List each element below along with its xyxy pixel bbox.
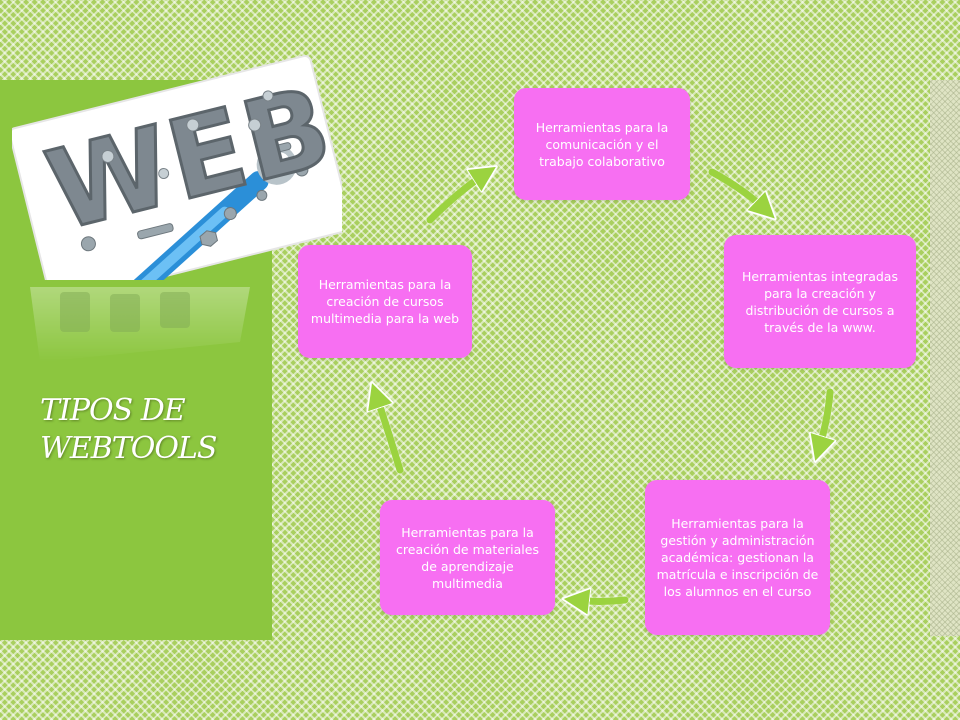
web-tools-logo: WEB: [12, 50, 342, 280]
arrow-n5-n1: [426, 172, 488, 224]
node-label: Herramientas integradas para la creación…: [742, 268, 898, 335]
node-comunicacion: Herramientas para la comunicación y el t…: [514, 88, 690, 200]
arrow-n2-n3: [818, 388, 830, 452]
node-label: Herramientas para la creación de materia…: [396, 524, 539, 591]
node-gestion-academica: Herramientas para la gestión y administr…: [645, 480, 830, 635]
node-cursos-www: Herramientas integradas para la creación…: [724, 235, 916, 368]
web-logo-graphic: WEB: [12, 55, 342, 280]
logo-reflection: [20, 282, 270, 372]
node-label: Herramientas para la comunicación y el t…: [535, 119, 669, 169]
arrow-n1-n2: [708, 168, 768, 212]
decorative-strip: [930, 80, 960, 636]
node-label: Herramientas para la gestión y administr…: [656, 516, 819, 599]
node-label: Herramientas para la creación de cursos …: [310, 277, 460, 326]
node-cursos-multimedia-web: Herramientas para la creación de cursos …: [298, 245, 472, 358]
arrow-n4-n5: [375, 392, 404, 474]
node-materiales-multimedia: Herramientas para la creación de materia…: [380, 500, 555, 615]
arrow-n3-n4: [573, 600, 629, 602]
slide-title: TIPOS DE WEBTOOLS: [40, 393, 217, 466]
